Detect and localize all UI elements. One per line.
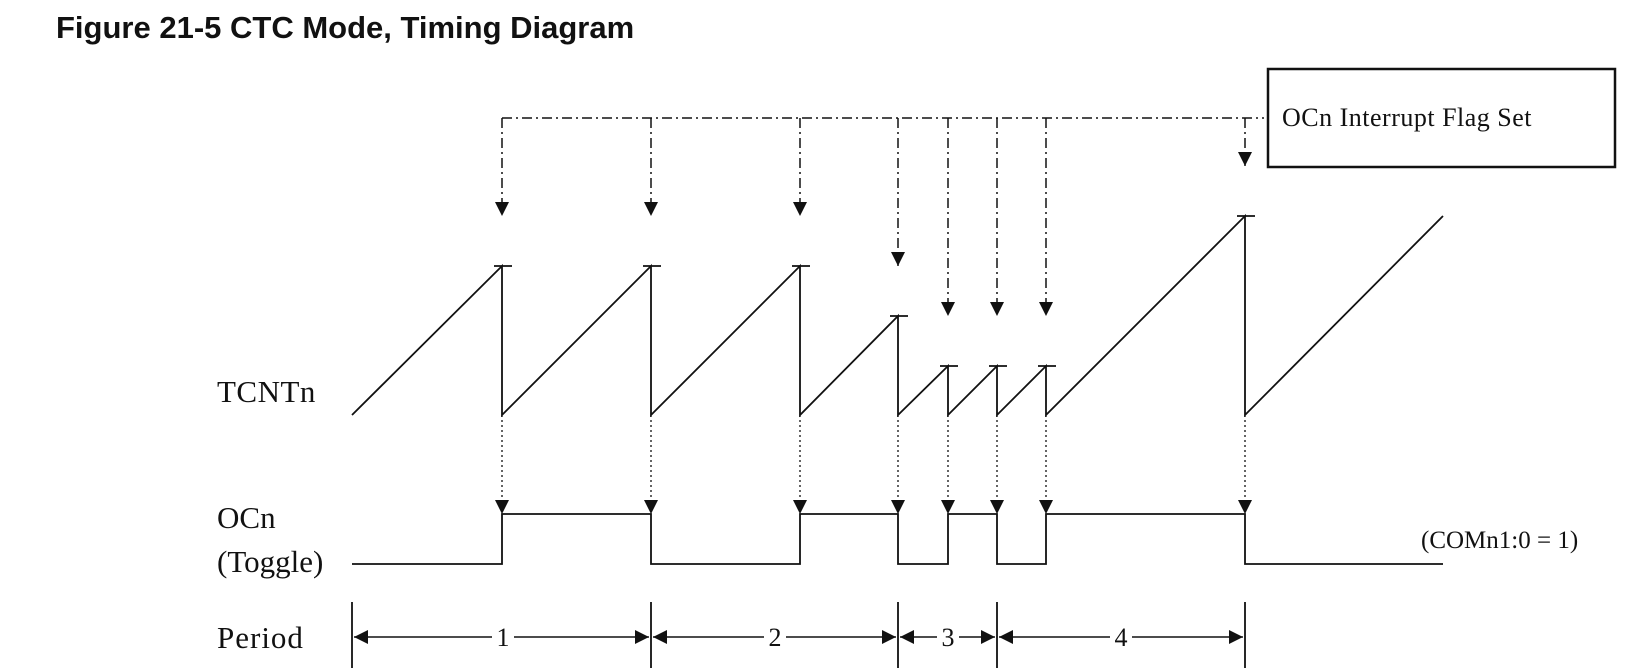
tcnt-label: TCNTn xyxy=(217,374,316,409)
period-1-label: 1 xyxy=(497,623,510,652)
ocn-waveform xyxy=(352,513,1443,565)
com-mode-note: (COMn1:0 = 1) xyxy=(1421,527,1578,554)
period-boundaries xyxy=(351,602,1246,668)
interrupt-flag-label: OCn Interrupt Flag Set xyxy=(1282,103,1532,132)
period-4-label: 4 xyxy=(1115,623,1128,652)
interrupt-flag-box xyxy=(1266,67,1617,169)
flag-arrows xyxy=(495,118,1252,316)
figure-title: Figure 21-5 CTC Mode, Timing Diagram xyxy=(56,10,635,45)
ocn-label: OCn xyxy=(217,500,276,535)
tcnt-waveform xyxy=(351,213,1444,418)
period-label: Period xyxy=(217,620,304,655)
period-3-label: 3 xyxy=(942,623,955,652)
ocn-mode-label: (Toggle) xyxy=(217,544,323,579)
period-2-label: 2 xyxy=(769,623,782,652)
toggle-arrows xyxy=(495,415,1252,514)
compare-ticks xyxy=(494,215,1255,367)
